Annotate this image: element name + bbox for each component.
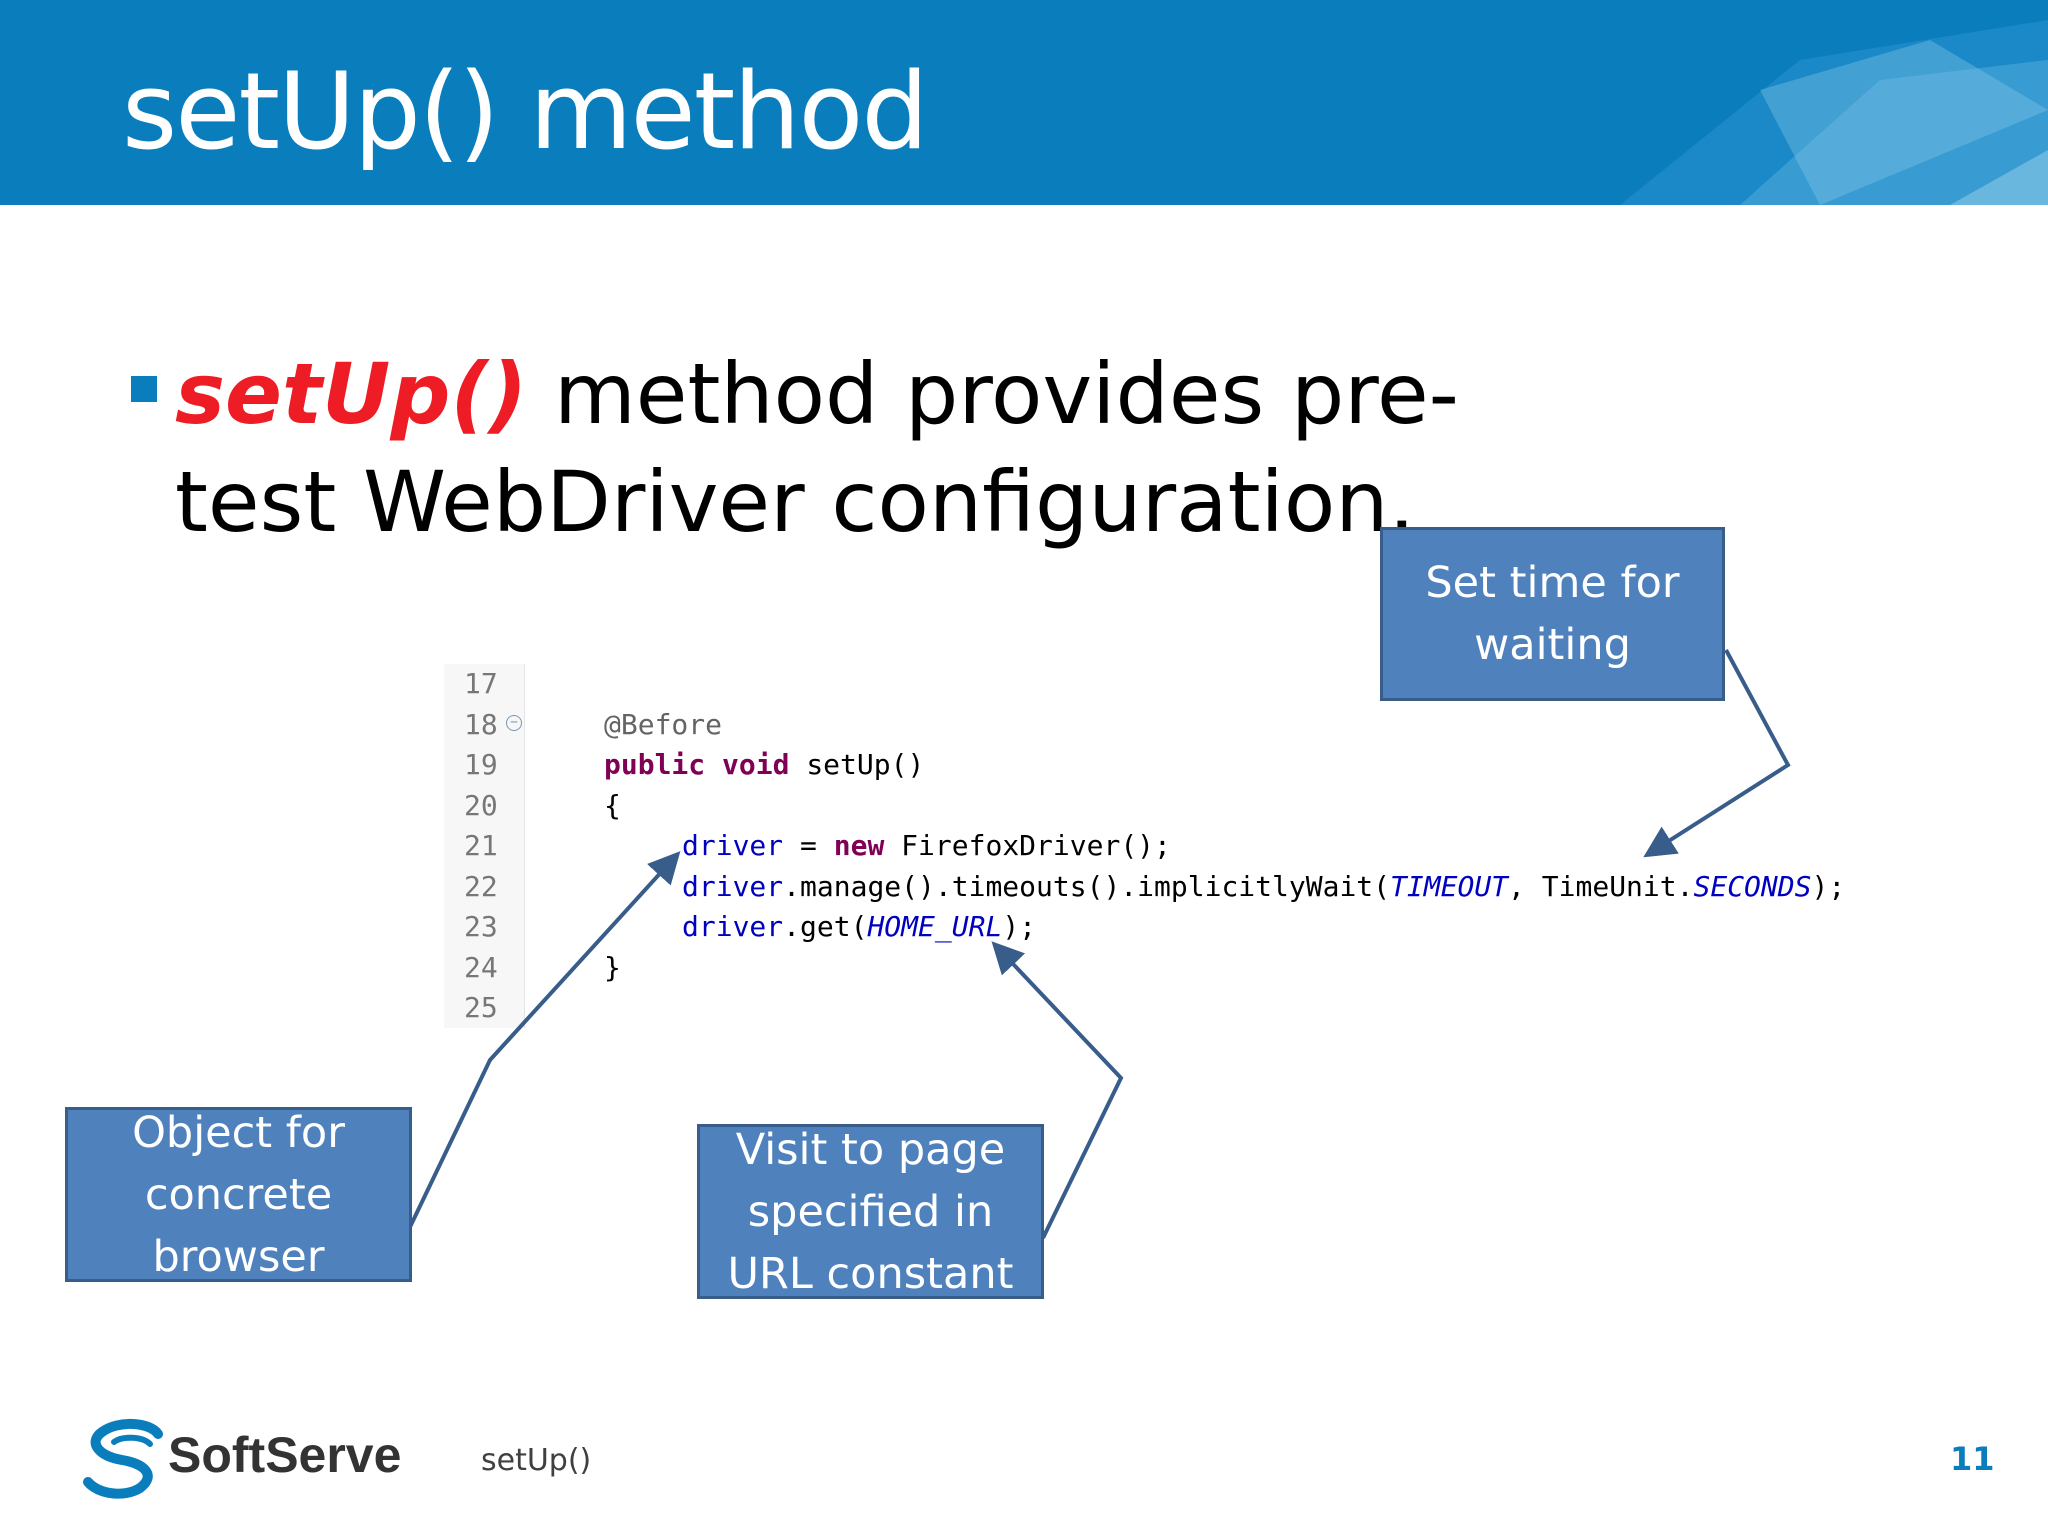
line-number-gutter: 17 18 − 19 20 21 22 23 24 25 bbox=[444, 664, 525, 1028]
callout-wait: Set time for waiting bbox=[1380, 527, 1725, 701]
bullet-text: setUp() method provides pre-test WebDriv… bbox=[175, 340, 1615, 556]
code-line-23: driver.get(HOME_URL); bbox=[682, 910, 1037, 943]
footer-label: setUp() bbox=[481, 1443, 592, 1478]
line-number: 23 bbox=[464, 910, 498, 943]
line-number: 24 bbox=[464, 950, 498, 984]
code-line-20: { bbox=[604, 788, 621, 822]
softserve-logo-text: SoftServe bbox=[168, 1427, 402, 1483]
line-number: 17 bbox=[464, 667, 498, 700]
bullet-emphasis: setUp() bbox=[175, 345, 528, 443]
code-line-18: @Before bbox=[604, 707, 723, 741]
arrow-wait bbox=[1643, 649, 1791, 858]
line-number: 19 bbox=[464, 748, 498, 781]
line-number: 18 bbox=[464, 707, 498, 741]
collapse-icon[interactable]: − bbox=[506, 715, 522, 731]
code-snippet: 17 18 − 19 20 21 22 23 24 25 @Before pub… bbox=[444, 664, 2004, 1028]
line-number: 25 bbox=[464, 991, 498, 1024]
arrow-browser bbox=[408, 851, 681, 1228]
code-line-24: } bbox=[604, 950, 621, 984]
page-number: 11 bbox=[1950, 1440, 1995, 1478]
code-line-19: public void setUp() bbox=[604, 748, 925, 781]
arrow-visit bbox=[991, 941, 1124, 1239]
code-line-21: driver = new FirefoxDriver(); bbox=[682, 829, 1171, 862]
line-number: 20 bbox=[464, 788, 498, 822]
line-number: 22 bbox=[464, 869, 498, 903]
code-line-22: driver.manage().timeouts().implicitlyWai… bbox=[682, 869, 1846, 903]
callout-visit: Visit to page specified in URL constant bbox=[697, 1124, 1044, 1299]
softserve-logo-icon bbox=[83, 1418, 163, 1499]
header-decoration bbox=[1620, 20, 2048, 205]
bullet-body: method provides pre-test WebDriver confi… bbox=[175, 345, 1459, 551]
slide-title: setUp() method bbox=[122, 50, 929, 173]
bullet-marker bbox=[131, 376, 157, 402]
line-number: 21 bbox=[464, 829, 498, 862]
slide-header: setUp() method bbox=[0, 0, 2048, 205]
callout-browser: Object for concrete browser bbox=[65, 1107, 412, 1282]
